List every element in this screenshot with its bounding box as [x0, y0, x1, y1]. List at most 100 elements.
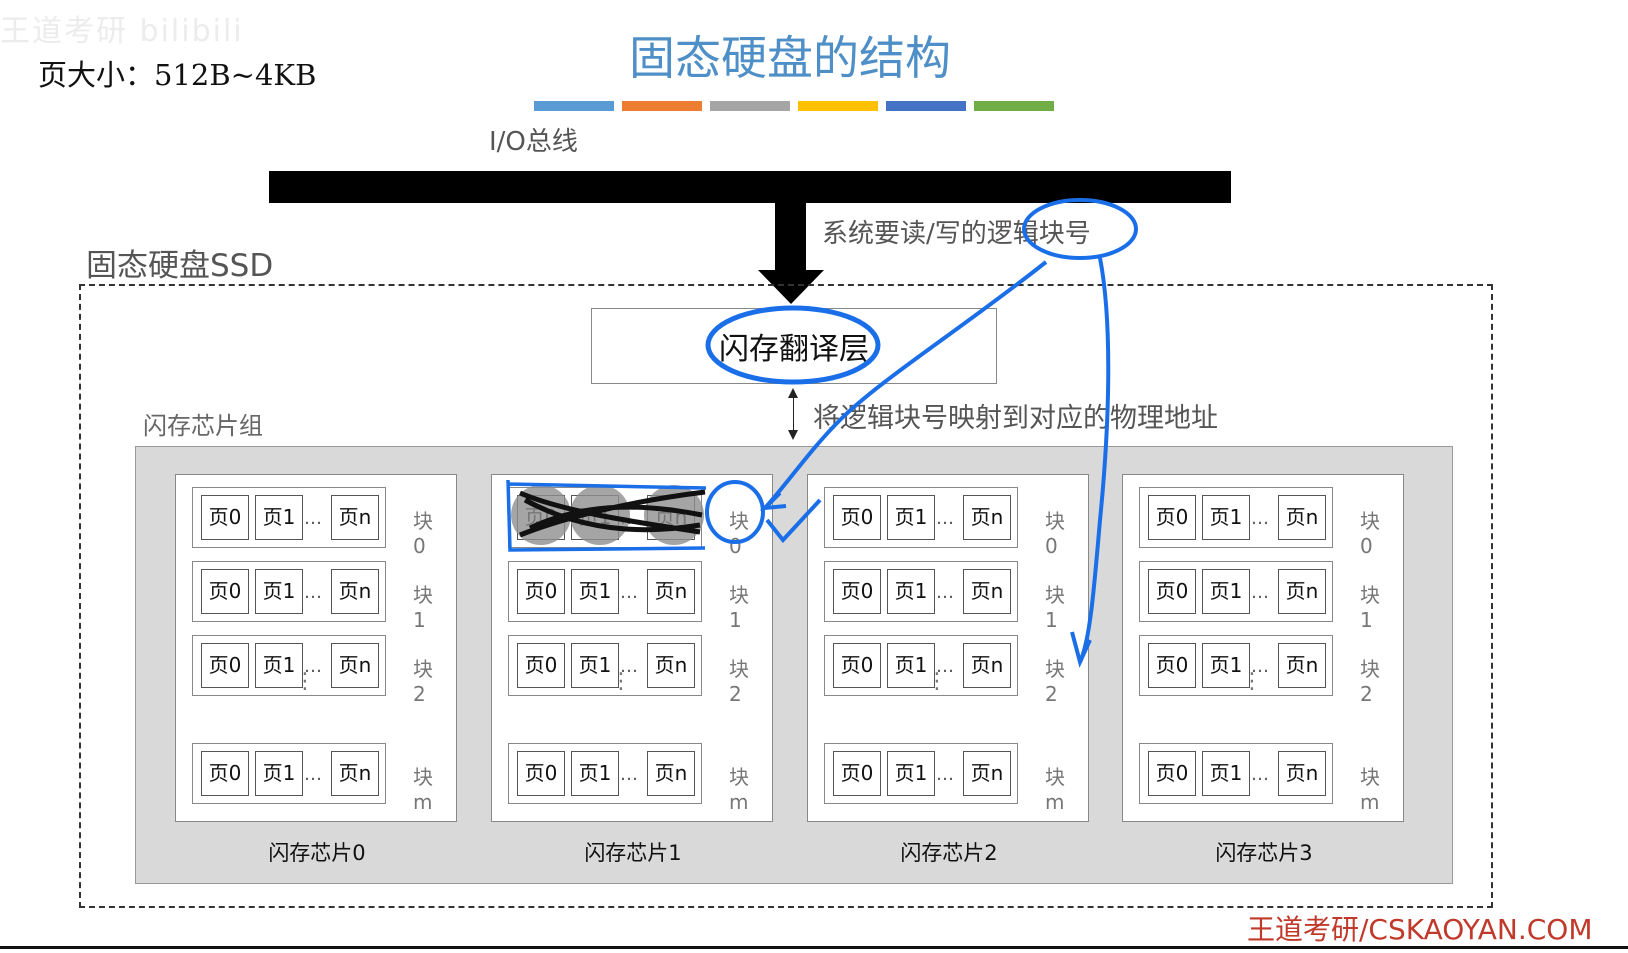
page-n: 页n	[331, 751, 379, 796]
page-1: 页1	[571, 751, 619, 796]
color-bar-1	[534, 101, 614, 111]
block-label: 块m	[1360, 765, 1380, 814]
block-0: 页0 页1 … 页n 块0	[1139, 487, 1380, 558]
block-2: 页0 页1 … 页n 块2	[192, 635, 433, 706]
io-bus-label: I/O总线	[489, 127, 578, 157]
block-label: 块0	[1045, 509, 1065, 558]
blue-circle-ftl	[705, 305, 881, 385]
page-n: 页n	[331, 495, 379, 540]
flash-chip-1: 页0 页1 … 页n 块0 页0 页1 … 页n 块1 页0 页1 … 页n 块…	[491, 474, 773, 865]
page-1: 页1	[887, 495, 935, 540]
block-label: 块2	[413, 657, 433, 706]
page-title: 固态硬盘的结构	[629, 31, 951, 85]
ellipsis: …	[936, 508, 954, 529]
ellipsis: …	[304, 582, 322, 603]
page-n: 页n	[331, 643, 379, 688]
page-0: 页0	[1148, 495, 1196, 540]
ellipsis: …	[936, 764, 954, 785]
ellipsis: …	[304, 656, 322, 677]
page-0: 页0	[1148, 643, 1196, 688]
page-1: 页1	[1202, 643, 1250, 688]
page-1: 页1	[255, 643, 303, 688]
block-label: 块2	[1045, 657, 1065, 706]
page-n: 页n	[331, 569, 379, 614]
page-0: 页0	[201, 495, 249, 540]
page-n: 页n	[1278, 495, 1326, 540]
blue-circle-block-label	[705, 480, 765, 544]
page-n: 页n	[647, 643, 695, 688]
ellipsis: …	[936, 656, 954, 677]
page-0: 页0	[1148, 751, 1196, 796]
block-label: 块0	[1360, 509, 1380, 558]
page-0: 页0	[833, 569, 881, 614]
page-0: 页0	[201, 643, 249, 688]
flash-chip-3: 页0 页1 … 页n 块0 页0 页1 … 页n 块1 页0 页1 … 页n 块…	[1122, 474, 1404, 865]
ellipsis: …	[304, 508, 322, 529]
ellipsis: …	[936, 582, 954, 603]
page-1: 页1	[571, 569, 619, 614]
ellipsis: …	[1251, 764, 1269, 785]
blue-circle-logical-block	[1022, 198, 1138, 260]
arrowhead-icon	[1070, 631, 1092, 668]
block-2: 页0 页1 … 页n 块2	[1139, 635, 1380, 706]
up-arrow-icon	[788, 388, 798, 398]
block-1: 页0 页1 … 页n 块1	[508, 561, 749, 632]
ellipsis: …	[620, 656, 638, 677]
block-label: 块2	[729, 657, 749, 706]
ssd-label: 固态硬盘SSD	[86, 248, 274, 284]
page-0: 页0	[517, 643, 565, 688]
block-label: 块1	[413, 583, 433, 632]
page-n: 页n	[647, 751, 695, 796]
page-0: 页0	[833, 643, 881, 688]
page-n: 页n	[963, 569, 1011, 614]
color-bar-3	[710, 101, 790, 111]
page-n: 页n	[963, 495, 1011, 540]
page-1: 页1	[255, 569, 303, 614]
flash-chip-0: 页0 页1 … 页n 块0 页0 页1 … 页n 块1 页0 页1 … 页n 块…	[175, 474, 457, 865]
mapping-arrow	[793, 392, 794, 434]
page-n: 页n	[1278, 643, 1326, 688]
page-0: 页0	[1148, 569, 1196, 614]
color-bar-4	[798, 101, 878, 111]
page-1: 页1	[571, 643, 619, 688]
block-label: 块1	[729, 583, 749, 632]
request-label: 系统要读/写的逻辑块号	[822, 219, 1091, 249]
block-m: 页0 页1 … 页n 块m	[508, 743, 749, 814]
page-1: 页1	[1202, 569, 1250, 614]
blue-arrow-to-chip2	[1078, 257, 1111, 663]
mapping-label: 将逻辑块号映射到对应的物理地址	[813, 403, 1218, 434]
page-0: 页0	[517, 751, 565, 796]
block-label: 块2	[1360, 657, 1380, 706]
page-1: 页1	[1202, 495, 1250, 540]
check-mark-icon	[765, 498, 822, 544]
page-n: 页n	[963, 751, 1011, 796]
page-n: 页n	[647, 569, 695, 614]
page-0: 页0	[833, 751, 881, 796]
block-label: 块m	[1045, 765, 1065, 814]
block-1: 页0 页1 … 页n 块1	[192, 561, 433, 632]
chip-label: 闪存芯片0	[268, 841, 366, 865]
block-label: 块0	[413, 509, 433, 558]
block-2: 页0 页1 … 页n 块2	[508, 635, 749, 706]
bottom-rule	[0, 946, 1628, 949]
ellipsis: …	[1251, 582, 1269, 603]
page-n: 页n	[1278, 751, 1326, 796]
chip-label: 闪存芯片1	[584, 841, 682, 865]
block-0: 页0 页1 … 页n 块0	[824, 487, 1065, 558]
block-m: 页0 页1 … 页n 块m	[824, 743, 1065, 814]
down-arrow-icon	[788, 430, 798, 440]
page-size-note: 页大小：512B~4KB	[38, 58, 317, 92]
ellipsis: …	[1251, 508, 1269, 529]
block-m: 页0 页1 … 页n 块m	[1139, 743, 1380, 814]
color-bar-5	[886, 101, 966, 111]
block-1: 页0 页1 … 页n 块1	[1139, 561, 1380, 632]
blue-highlight-box	[506, 479, 707, 552]
page-1: 页1	[1202, 751, 1250, 796]
block-label: 块1	[1360, 583, 1380, 632]
ellipsis: …	[620, 582, 638, 603]
block-1: 页0 页1 … 页n 块1	[824, 561, 1065, 632]
blue-arrow-to-chip1	[763, 260, 1048, 510]
page-1: 页1	[887, 569, 935, 614]
